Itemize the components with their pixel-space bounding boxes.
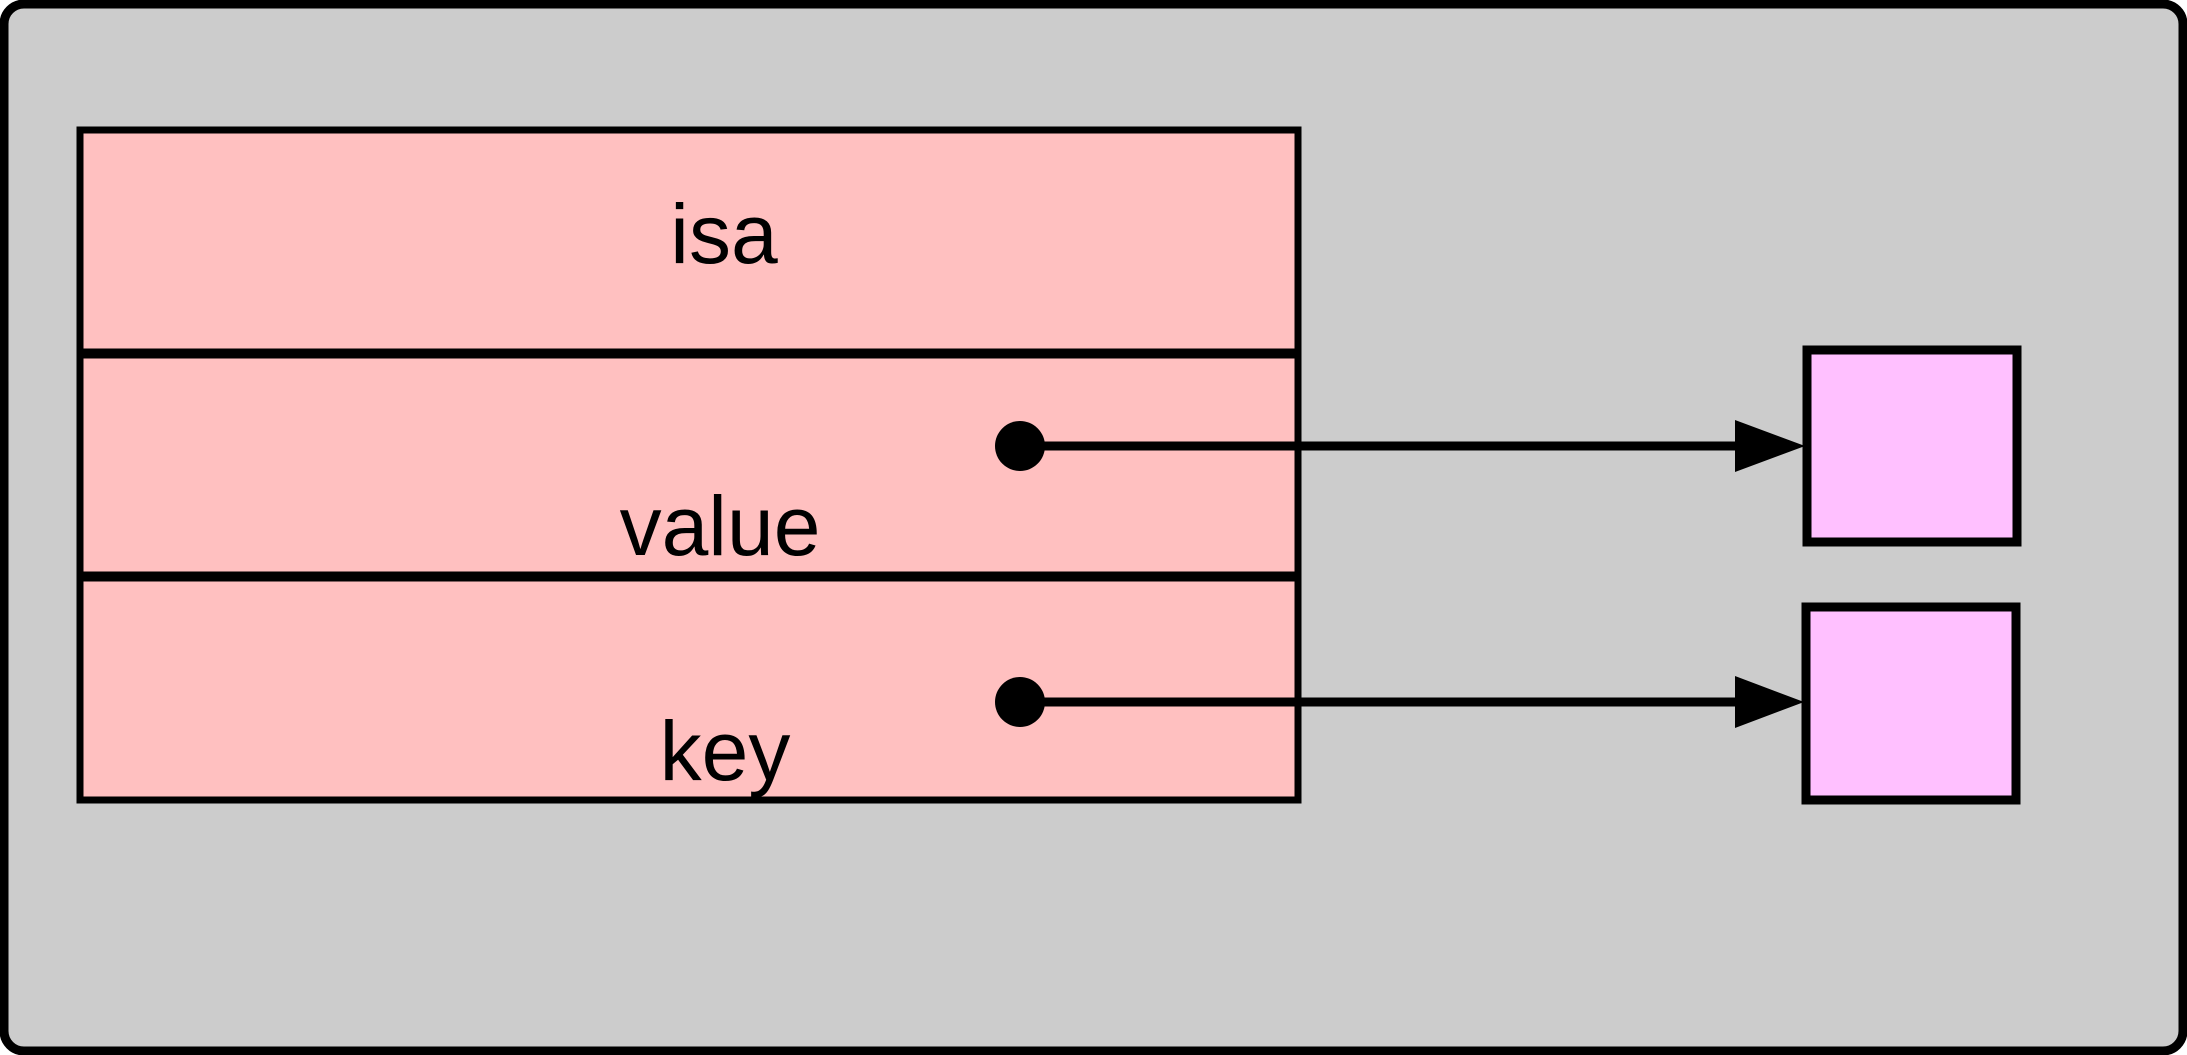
target-box-value[interactable] bbox=[1802, 345, 2022, 547]
pointer-key-arrowhead bbox=[1735, 676, 1804, 728]
struct-field-label-isa: isa bbox=[670, 187, 778, 281]
struct-field-label-value: value bbox=[620, 479, 821, 573]
struct-row-value[interactable] bbox=[76, 351, 1302, 579]
pointer-value-arrowhead bbox=[1735, 420, 1805, 472]
struct-row-isa[interactable] bbox=[76, 126, 1302, 356]
pointer-key-origin-dot bbox=[995, 677, 1045, 727]
pointer-value[interactable] bbox=[995, 420, 1805, 472]
struct-box[interactable]: isa value key bbox=[76, 126, 1302, 804]
struct-row-key[interactable] bbox=[76, 574, 1302, 804]
pointer-value-origin-dot bbox=[995, 421, 1045, 471]
target-box-key[interactable] bbox=[1801, 602, 2021, 805]
struct-field-label-key: key bbox=[660, 704, 791, 798]
pointer-key[interactable] bbox=[995, 676, 1804, 728]
